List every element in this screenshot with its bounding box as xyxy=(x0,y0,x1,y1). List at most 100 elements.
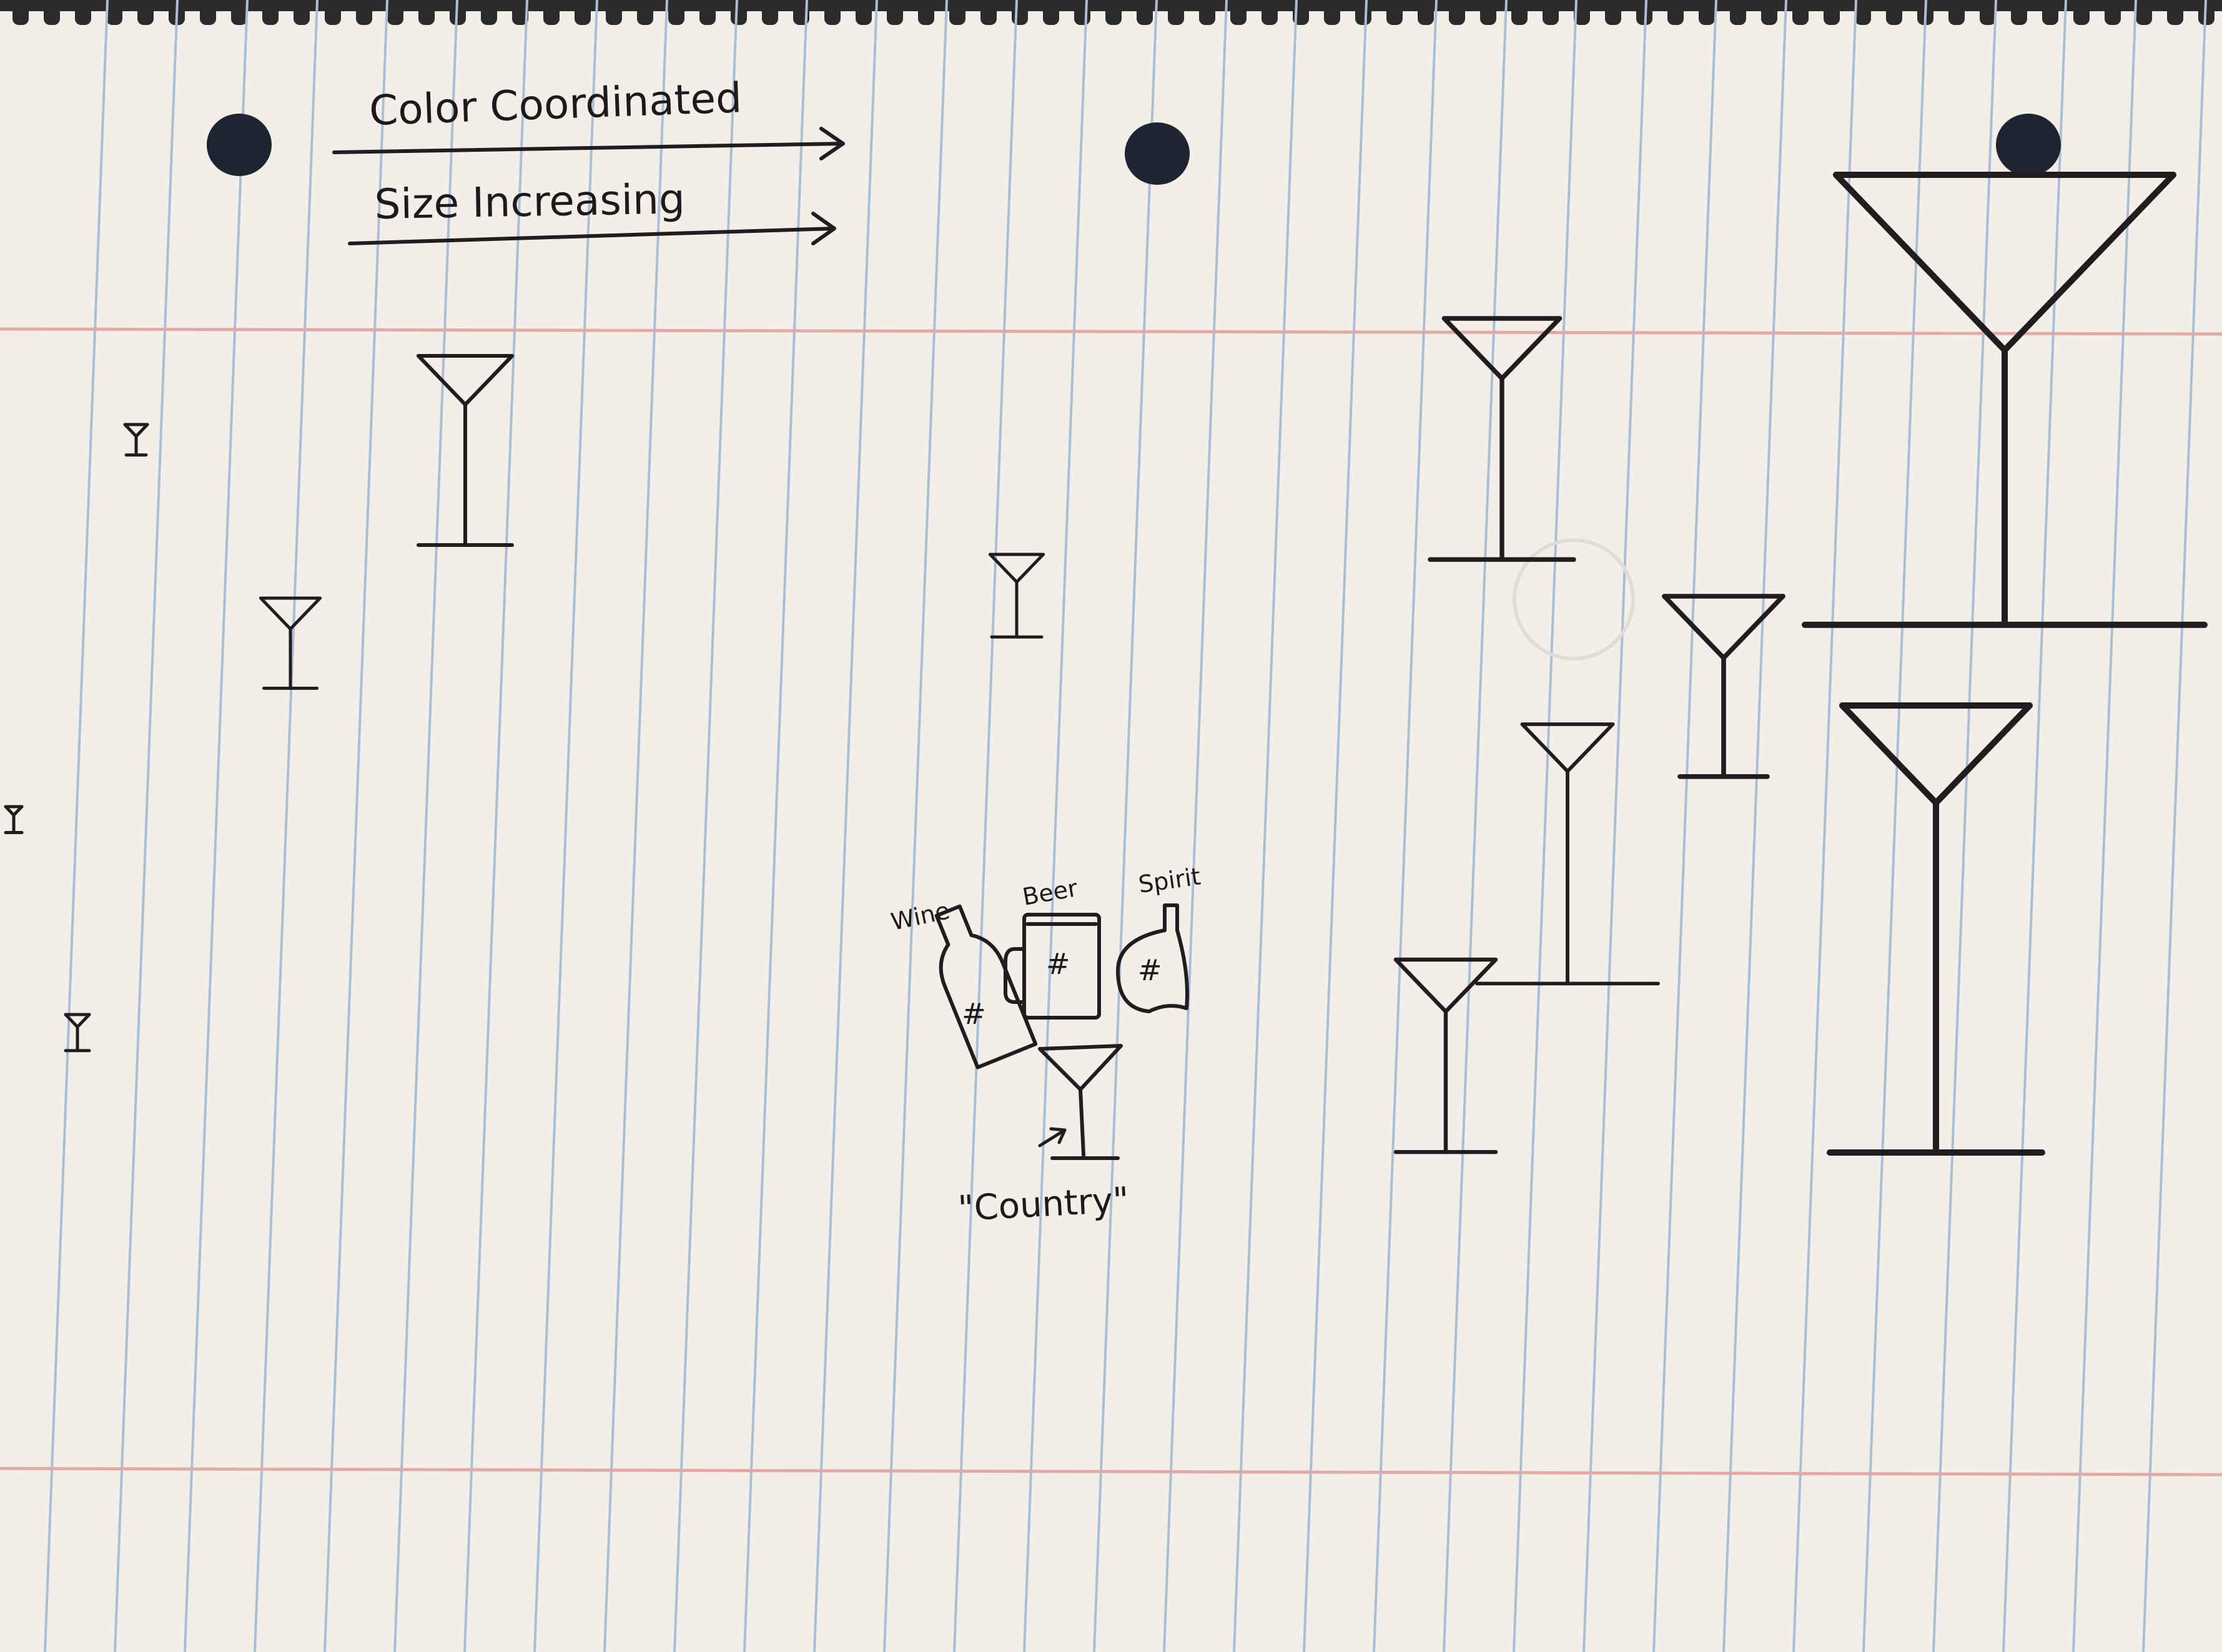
rule-line xyxy=(673,0,738,1652)
rule-lines xyxy=(44,0,2207,1652)
binding-coil xyxy=(1730,0,1746,25)
rule-line xyxy=(323,0,388,1652)
binding-coil xyxy=(325,0,341,25)
rule-line xyxy=(1023,0,1088,1652)
glass-markers xyxy=(4,172,2208,1156)
binding-coil xyxy=(2042,0,2058,25)
martini-glass-icon xyxy=(4,805,24,835)
binding-coil xyxy=(1480,0,1496,25)
binding-coil xyxy=(2136,0,2152,25)
binding-coil xyxy=(1511,0,1528,25)
rule-line xyxy=(1233,0,1298,1652)
beer-mug-icon xyxy=(1004,913,1101,1020)
rule-line xyxy=(813,0,878,1652)
rule-line xyxy=(1932,0,1997,1652)
rule-line xyxy=(184,0,249,1652)
rule-line xyxy=(953,0,1018,1652)
key-glass-icon xyxy=(1038,1044,1123,1160)
binding-coil xyxy=(918,0,934,25)
binding-coil xyxy=(1792,0,1809,25)
binding-coil xyxy=(356,0,372,25)
binding-coil xyxy=(637,0,653,25)
legend-color-arrow xyxy=(332,127,845,160)
binding-coil xyxy=(1761,0,1777,25)
rule-line xyxy=(1093,0,1158,1652)
martini-glass-icon xyxy=(1475,722,1660,986)
rule-line xyxy=(1163,0,1228,1652)
binding-coil xyxy=(200,0,216,25)
binding-coil xyxy=(137,0,154,25)
binding-coil xyxy=(44,0,60,25)
martini-glass-icon xyxy=(1428,316,1576,562)
binding-coil xyxy=(606,0,622,25)
rule-line xyxy=(603,0,668,1652)
binding-coil xyxy=(262,0,279,25)
binding-coil xyxy=(1980,0,1996,25)
binding-coil xyxy=(1262,0,1278,25)
rule-line xyxy=(2072,0,2137,1652)
binding-coil xyxy=(1574,0,1590,25)
binding-coil xyxy=(1886,0,1902,25)
legend-size-arrow xyxy=(348,212,836,245)
punch-hole xyxy=(207,114,272,176)
wine-count-mark: # xyxy=(962,997,986,1031)
coffee-stain xyxy=(1513,538,1635,661)
binding-coil xyxy=(2073,0,2090,25)
punch-hole xyxy=(1125,122,1190,185)
binding-coil xyxy=(1199,0,1215,25)
binding-coil xyxy=(1449,0,1465,25)
binding-coil xyxy=(575,0,591,25)
binding-coil xyxy=(2167,0,2183,25)
binding-coil xyxy=(1699,0,1715,25)
binding-coil xyxy=(1105,0,1122,25)
binding-coil xyxy=(980,0,997,25)
martini-glass-icon xyxy=(1393,957,1498,1154)
martini-glass-icon xyxy=(123,423,149,457)
rule-line xyxy=(743,0,808,1652)
binding-coil xyxy=(1667,0,1684,25)
rule-line xyxy=(1373,0,1438,1652)
binding-coil xyxy=(1824,0,1840,25)
binding-coil xyxy=(387,0,403,25)
beer-count-mark: # xyxy=(1046,947,1070,981)
binding-coil xyxy=(1355,0,1371,25)
binding-coil xyxy=(1074,0,1090,25)
martini-glass-icon xyxy=(417,354,514,547)
binding-coil xyxy=(1137,0,1153,25)
binding-coil xyxy=(2105,0,2121,25)
binding-coil xyxy=(1605,0,1621,25)
rule-line xyxy=(2002,0,2067,1652)
wine-bottle-icon xyxy=(934,904,1038,1069)
margin-line-bottom xyxy=(0,1467,2222,1477)
martini-glass-icon xyxy=(989,553,1045,639)
rule-line xyxy=(1443,0,1508,1652)
rule-line xyxy=(1862,0,1927,1652)
binding-coil xyxy=(731,0,747,25)
binding-coil xyxy=(1855,0,1871,25)
binding-coil xyxy=(949,0,965,25)
binding-coil xyxy=(2011,0,2027,25)
rule-line xyxy=(1583,0,1647,1652)
binding-coil xyxy=(231,0,247,25)
margin-line-top xyxy=(0,327,2222,336)
spirit-count-mark: # xyxy=(1138,953,1162,987)
country-label: "Country" xyxy=(957,1180,1130,1229)
binding-coil xyxy=(1418,0,1434,25)
binding-coil xyxy=(1636,0,1652,25)
rule-line xyxy=(883,0,948,1652)
binding-coil xyxy=(543,0,560,25)
binding-coil xyxy=(294,0,310,25)
binding-coil xyxy=(106,0,122,25)
binding-coil xyxy=(75,0,91,25)
binding-coil xyxy=(1948,0,1965,25)
rule-line xyxy=(1303,0,1368,1652)
spirit-bottle-icon xyxy=(1116,903,1189,1013)
rule-line xyxy=(1722,0,1787,1652)
binding-coil xyxy=(887,0,903,25)
binding-coil xyxy=(12,0,29,25)
rule-line xyxy=(1652,0,1717,1652)
legend-size-label: Size Increasing xyxy=(374,175,686,229)
binding-coil xyxy=(418,0,435,25)
